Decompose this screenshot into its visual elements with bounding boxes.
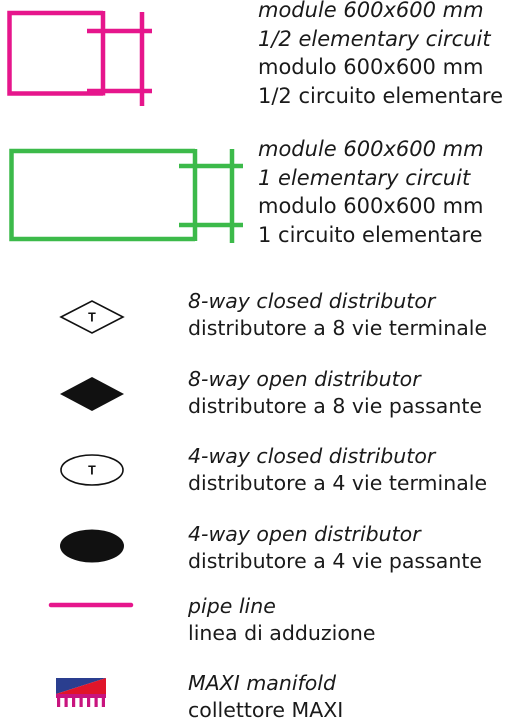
legend-item-it-label: distributore a 4 vie terminale [188,471,488,495]
closed-ellipse-distributor-icon: T [60,454,124,486]
legend-item-en-label: 8-way closed distributor [188,289,436,313]
module-half-square-icon [7,10,152,106]
legend-item-it-label: distributore a 8 vie passante [188,394,482,418]
legend-item-4-way-closed: 4-way closed distributor distributore a … [188,443,487,497]
legend-item-en-label: pipe line [188,594,276,618]
module-half-description: module 600x600 mm 1/2 elementary circuit… [258,0,503,110]
closed-diamond-distributor-icon: T [59,300,125,334]
legend-item-en-label: MAXI manifold [188,671,337,695]
module-half-en-subtitle: 1/2 elementary circuit [258,26,491,51]
maxi-manifold-icon [56,678,106,707]
legend-item-maxi-manifold: MAXI manifold collettore MAXI [188,670,343,724]
module-half-it-subtitle: 1/2 circuito elementare [258,83,504,108]
legend-item-8-way-open: 8-way open distributor distributore a 8 … [188,366,482,420]
module-full-it-title: modulo 600x600 mm [258,194,484,218]
module-full-description: module 600x600 mm 1 elementary circuit m… [258,135,484,249]
legend-item-4-way-open: 4-way open distributor distributore a 4 … [188,521,482,575]
legend-item-pipe-line: pipe line linea di adduzione [188,593,375,647]
legend-item-en-label: 4-way closed distributor [188,444,436,468]
module-full-rectangle-icon [9,148,243,243]
open-ellipse-distributor-icon [60,529,124,563]
module-full-it-subtitle: 1 circuito elementare [258,222,483,247]
legend-item-it-label: distributore a 8 vie terminale [188,316,488,340]
legend-item-8-way-closed: 8-way closed distributor distributore a … [188,288,487,342]
legend-item-it-label: distributore a 4 vie passante [188,549,482,573]
module-half-it-title: modulo 600x600 mm [258,55,484,79]
legend-item-it-label: collettore MAXI [188,698,344,722]
pipe-line-icon [48,602,134,608]
module-half-circuit-symbol [7,10,152,106]
module-full-en-title: module 600x600 mm [258,137,484,161]
legend-item-it-label: linea di adduzione [188,621,376,645]
distributor-letter: T [88,464,96,478]
open-diamond-distributor-icon [60,377,124,411]
module-full-en-subtitle: 1 elementary circuit [258,165,471,190]
module-full-circuit-symbol [9,148,243,243]
distributor-letter: T [88,311,96,325]
module-half-en-title: module 600x600 mm [258,0,484,22]
legend-item-en-label: 4-way open distributor [188,522,421,546]
legend-item-en-label: 8-way open distributor [188,367,421,391]
